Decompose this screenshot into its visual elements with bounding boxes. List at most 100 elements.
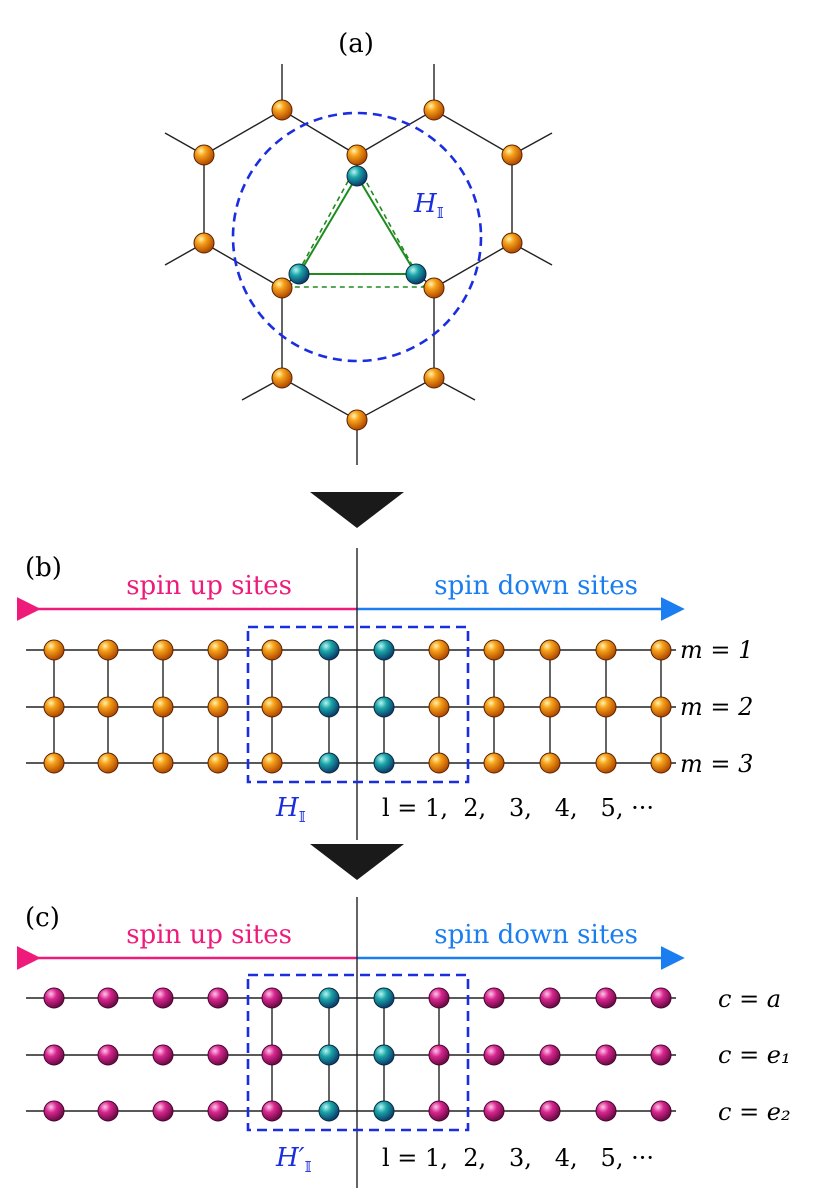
site-magenta: [428, 1044, 450, 1066]
site-magenta: [428, 987, 450, 1009]
site-cyan: [373, 639, 395, 661]
spin-up-label-b: spin up sites: [126, 571, 292, 601]
site-magenta: [43, 987, 65, 1009]
site-orange: [207, 752, 229, 774]
site-cyan: [288, 263, 310, 285]
site-orange: [271, 277, 293, 299]
site-cyan: [318, 987, 340, 1009]
site-orange: [97, 639, 119, 661]
site-magenta: [152, 1044, 174, 1066]
panel-b-label: (b): [25, 553, 62, 583]
site-magenta: [43, 1100, 65, 1122]
site-orange: [207, 696, 229, 718]
site-orange: [595, 639, 617, 661]
site-orange: [650, 639, 672, 661]
site-orange: [207, 639, 229, 661]
site-magenta: [261, 1044, 283, 1066]
site-orange: [501, 232, 523, 254]
site-orange: [539, 639, 561, 661]
region-label-c: H′𝕀: [275, 1143, 312, 1176]
site-magenta: [650, 1044, 672, 1066]
site-magenta: [650, 987, 672, 1009]
big-down-arrow-1: [310, 492, 404, 528]
site-orange: [428, 696, 450, 718]
region-box-c: [246, 973, 470, 1132]
site-orange: [539, 696, 561, 718]
region-box-b: [246, 625, 470, 784]
panel-a-label: (a): [338, 29, 374, 59]
site-orange: [261, 752, 283, 774]
site-orange: [43, 639, 65, 661]
site-orange: [43, 696, 65, 718]
site-magenta: [595, 1100, 617, 1122]
site-magenta: [261, 1100, 283, 1122]
site-magenta: [97, 1044, 119, 1066]
site-orange: [483, 639, 505, 661]
site-orange: [423, 367, 445, 389]
site-magenta: [595, 987, 617, 1009]
row-label-c: c = e₁: [718, 1041, 791, 1069]
panel-c: (c) spin up sites spin down sites c = a …: [16, 897, 791, 1188]
site-orange: [43, 752, 65, 774]
chain-lattice-c: [26, 987, 676, 1122]
site-magenta: [539, 1044, 561, 1066]
region-label-b: H𝕀: [275, 793, 306, 826]
site-magenta: [483, 1044, 505, 1066]
row-label-b: m = 1: [680, 636, 753, 664]
panel-c-label: (c): [25, 903, 60, 933]
site-orange: [423, 99, 445, 121]
site-orange: [428, 752, 450, 774]
ladder-lattice-b: [26, 639, 676, 774]
site-orange: [97, 696, 119, 718]
region-circle: [231, 111, 483, 363]
site-magenta: [483, 987, 505, 1009]
big-down-arrow-2: [310, 844, 404, 880]
site-magenta: [539, 1100, 561, 1122]
site-magenta: [539, 987, 561, 1009]
cyan-sites: [288, 165, 427, 285]
site-cyan: [373, 1044, 395, 1066]
orange-sites: [193, 99, 523, 431]
site-index-label-c: l = 1, 2, 3, 4, 5, ···: [382, 1144, 654, 1172]
solid-triangle: [297, 174, 418, 275]
row-label-c: c = a: [718, 985, 781, 1013]
spin-down-label-b: spin down sites: [434, 571, 638, 601]
site-orange: [346, 409, 368, 431]
site-magenta: [428, 1100, 450, 1122]
site-magenta: [152, 1100, 174, 1122]
site-orange: [539, 752, 561, 774]
dashed-triangle: [288, 163, 426, 288]
site-magenta: [152, 987, 174, 1009]
panel-b: (b) spin up sites spin down sites m = 1 …: [16, 548, 753, 840]
site-orange: [483, 752, 505, 774]
site-orange: [483, 696, 505, 718]
site-cyan: [346, 165, 368, 187]
site-cyan: [405, 263, 427, 285]
site-orange: [346, 144, 368, 166]
site-orange: [650, 752, 672, 774]
site-orange: [650, 696, 672, 718]
site-magenta: [595, 1044, 617, 1066]
site-cyan: [373, 696, 395, 718]
site-orange: [595, 696, 617, 718]
site-orange: [595, 752, 617, 774]
site-cyan: [318, 1044, 340, 1066]
site-orange: [152, 696, 174, 718]
site-magenta: [650, 1100, 672, 1122]
site-magenta: [207, 1100, 229, 1122]
site-orange: [152, 639, 174, 661]
site-cyan: [373, 1100, 395, 1122]
site-orange: [261, 696, 283, 718]
region-label-a: H𝕀: [413, 189, 444, 222]
panel-a: (a): [164, 29, 553, 465]
site-magenta: [207, 987, 229, 1009]
site-magenta: [483, 1100, 505, 1122]
row-label-b: m = 3: [680, 750, 753, 778]
site-cyan: [318, 1100, 340, 1122]
site-magenta: [97, 987, 119, 1009]
site-index-label-b: l = 1, 2, 3, 4, 5, ···: [382, 794, 654, 822]
site-orange: [423, 277, 445, 299]
site-magenta: [207, 1044, 229, 1066]
site-orange: [193, 144, 215, 166]
